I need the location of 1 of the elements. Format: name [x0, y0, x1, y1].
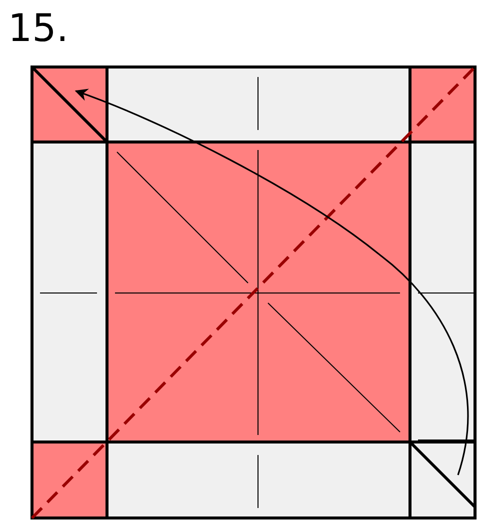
step-number: 15. [8, 5, 68, 52]
